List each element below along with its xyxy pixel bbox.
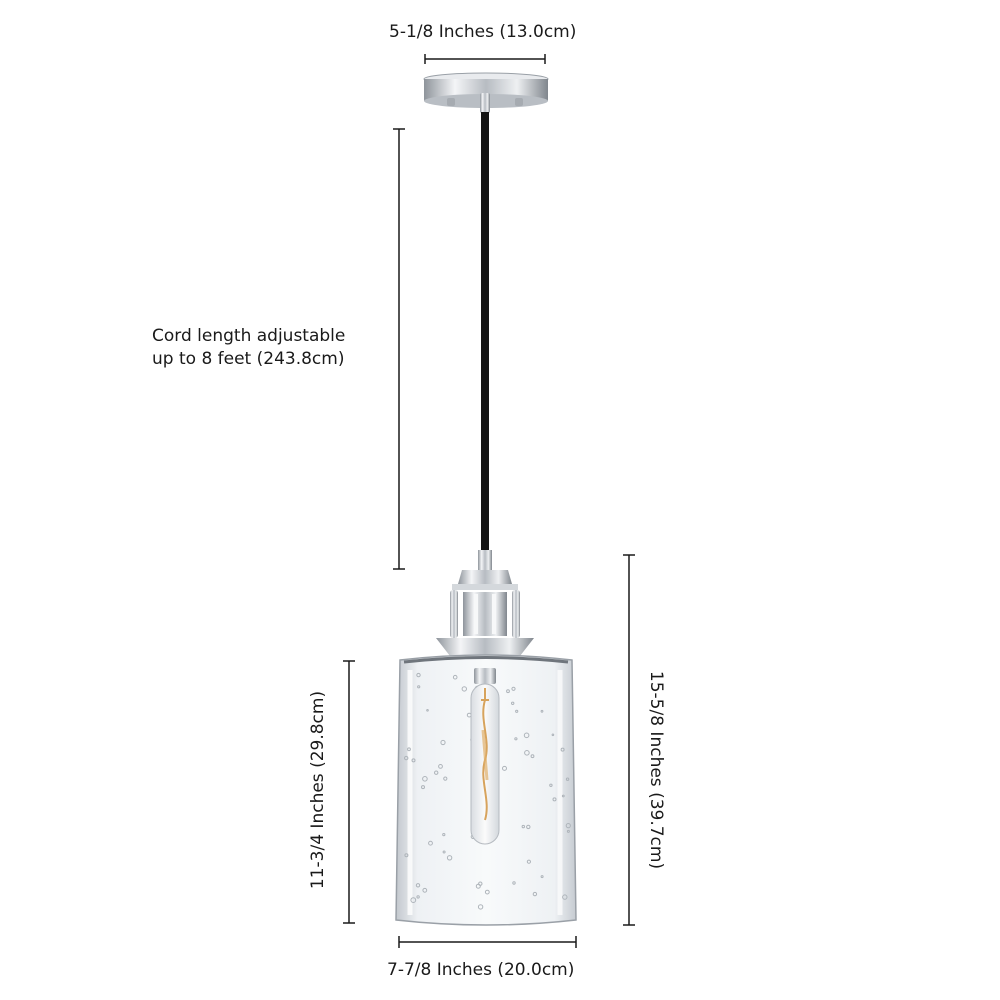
- shade-width-label: 7-7/8 Inches (20.0cm): [387, 960, 575, 980]
- dimension-lines: [343, 54, 635, 948]
- glass-bubble: [416, 672, 421, 678]
- glass-bubble: [442, 833, 446, 837]
- glass-bubble: [524, 750, 530, 756]
- glass-bubble: [515, 709, 519, 713]
- glass-bubble: [560, 747, 565, 752]
- cord-length-label: Cord length adjustable up to 8 feet (243…: [152, 325, 345, 371]
- glass-bubble: [526, 859, 532, 864]
- glass-bubble: [565, 823, 571, 829]
- glass-bubble: [552, 797, 557, 802]
- glass-bubble: [502, 765, 507, 771]
- socket-cage: [436, 550, 534, 662]
- glass-bubble: [416, 895, 420, 899]
- glass-bubble: [512, 881, 516, 885]
- glass-bubble: [417, 685, 421, 689]
- glass-bubble: [438, 764, 443, 769]
- glass-bubble: [521, 824, 525, 829]
- glass-bubble: [549, 783, 553, 787]
- edison-bulb: [470, 668, 500, 845]
- glass-bubble: [440, 739, 446, 746]
- glass-bubble: [421, 785, 425, 790]
- glass-bubble: [404, 755, 409, 761]
- glass-bubble: [514, 737, 518, 741]
- glass-bubble: [540, 875, 544, 879]
- glass-bubble: [526, 824, 531, 830]
- glass-bubble: [422, 887, 428, 893]
- glass-bubble: [565, 777, 570, 781]
- shade-height-label: 11-3/4 Inches (29.8cm): [308, 690, 328, 890]
- glass-bubble: [428, 840, 433, 846]
- cord-length-line1: Cord length adjustable: [152, 326, 346, 346]
- glass-bubble: [422, 776, 428, 782]
- glass-bubble: [452, 674, 458, 680]
- glass-bubble: [475, 883, 481, 889]
- fixture-height-label: 15-5/8 Inches (39.7cm): [646, 670, 666, 870]
- glass-bubble: [415, 883, 421, 888]
- glass-bubble: [551, 733, 555, 737]
- glass-bubble: [477, 904, 484, 910]
- glass-bubble: [443, 776, 448, 781]
- glass-bubble: [532, 891, 538, 897]
- glass-bubble: [511, 686, 516, 691]
- cord-length-line2: up to 8 feet (243.8cm): [152, 348, 345, 369]
- glass-bubble: [484, 889, 490, 895]
- glass-bubble: [561, 794, 565, 798]
- glass-bubble: [434, 770, 439, 775]
- glass-bubble: [461, 686, 467, 692]
- glass-bubble: [446, 855, 453, 861]
- glass-bubble: [562, 894, 568, 900]
- glass-bubble: [511, 701, 515, 705]
- cord: [481, 112, 489, 557]
- glass-bubble: [530, 754, 535, 759]
- glass-bubble: [410, 897, 417, 903]
- canopy: [423, 72, 549, 113]
- glass-bubble: [442, 850, 446, 854]
- glass-bubble: [506, 689, 510, 694]
- glass-bubble: [540, 709, 544, 713]
- glass-bubble: [411, 758, 416, 763]
- glass-bubble: [523, 732, 530, 739]
- glass-bubble: [566, 829, 570, 833]
- glass-bubble: [426, 709, 429, 712]
- glass-bubble: [404, 853, 409, 858]
- glass-bubble: [407, 747, 411, 752]
- canopy-width-label: 5-1/8 Inches (13.0cm): [389, 22, 577, 42]
